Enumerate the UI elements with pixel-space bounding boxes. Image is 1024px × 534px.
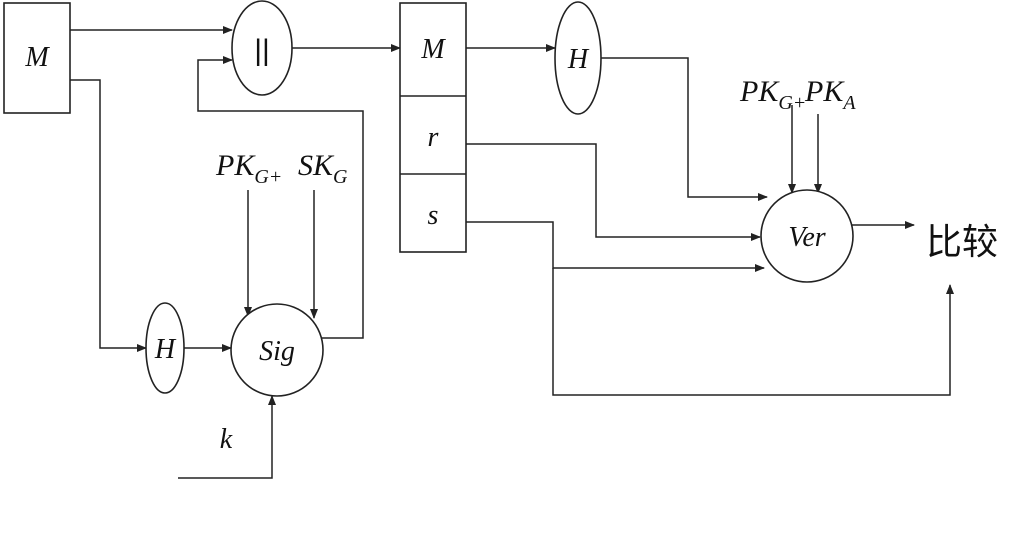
hash-node-bottom: [145, 302, 185, 394]
sig-label: Sig: [259, 336, 295, 367]
sig-public-key-label: PKG+: [215, 149, 282, 188]
sig-sk-main: SK: [298, 149, 335, 182]
compare-label: 比较: [926, 222, 998, 263]
ver-pk2-sub: A: [841, 92, 856, 114]
arrow-k-to-sig: [178, 395, 276, 479]
concat-node: [231, 0, 293, 96]
ver-key-1-label: PKG+: [739, 75, 806, 114]
sig-pk-main: PK: [215, 149, 256, 182]
k-label: k: [220, 424, 233, 455]
message-box: [3, 2, 71, 114]
ver-pk2-main: PK: [804, 75, 845, 108]
hash-node-top: [554, 1, 602, 115]
arrow-s-to-compare: [552, 268, 954, 396]
arrow-s-to-ver: [466, 221, 765, 272]
hash-top-label: H: [567, 44, 590, 75]
hash-bottom-label: H: [154, 334, 177, 365]
packet-m-label: M: [420, 34, 446, 65]
message-label: M: [24, 42, 50, 73]
packet-box: [399, 2, 467, 253]
concat-label: ||: [254, 34, 270, 67]
ver-pk1-sub: G+: [778, 92, 806, 114]
ver-label: Ver: [788, 222, 825, 253]
arrow-hash-to-ver: [601, 57, 768, 201]
sig-pk-sub: G+: [254, 166, 282, 188]
sig-sk-sub: G: [333, 166, 348, 188]
arrow-sig-to-concat: [197, 56, 364, 339]
sig-secret-key-label: SKG: [298, 149, 348, 188]
ver-node: [760, 189, 854, 283]
arrow-r-to-ver: [466, 143, 761, 241]
ver-key-2-label: PKA: [804, 75, 856, 114]
ver-pk1-main: PK: [739, 75, 780, 108]
sig-node: [230, 303, 324, 397]
packet-r-label: r: [428, 122, 439, 153]
packet-s-label: s: [428, 200, 439, 231]
arrow-m-to-hash-bottom: [70, 79, 147, 352]
